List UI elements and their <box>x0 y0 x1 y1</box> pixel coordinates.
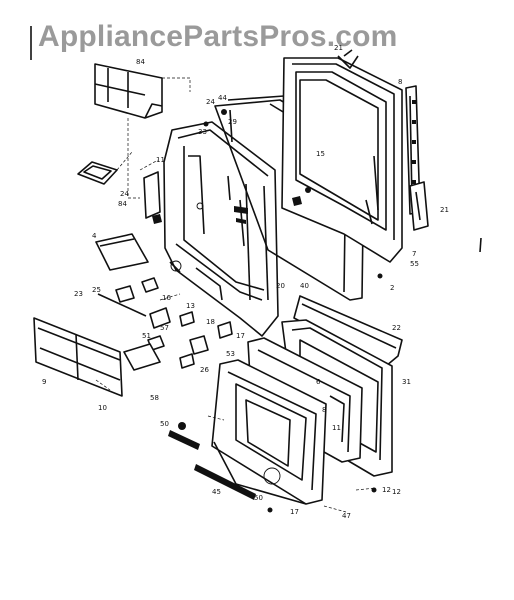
callout-label: 17 <box>236 332 245 340</box>
callout-label: 50 <box>160 420 169 428</box>
leader-line <box>127 118 140 199</box>
callout-label: 24 <box>120 190 129 198</box>
handle-part <box>409 181 429 231</box>
callout-label: 20 <box>276 282 285 290</box>
shelf-bracket-part <box>94 63 191 119</box>
cabinet-frame-part <box>163 121 279 337</box>
toe-grille-part <box>33 317 123 397</box>
scan-edge-mark-right <box>479 237 482 253</box>
callout-label: 17 <box>290 508 299 516</box>
shelf-clip-part <box>95 233 149 271</box>
callout-label: 8 <box>322 406 326 414</box>
callout-label: 2 <box>390 284 394 292</box>
callout-label: 29 <box>228 118 237 126</box>
callout-label: 31 <box>402 378 411 386</box>
side-bracket-part <box>143 171 161 219</box>
callout-label: 7 <box>412 250 416 258</box>
callout-label: 12 <box>392 488 401 496</box>
callout-label: 84 <box>118 200 127 208</box>
callout-label: 84 <box>136 58 145 66</box>
callout-labels: 84 24 84 24 4 11 33 44 21 8 21 7 55 2 15… <box>42 44 449 520</box>
callout-label: 50 <box>254 494 263 502</box>
callout-label: 24 <box>206 98 215 106</box>
callout-label: 45 <box>212 488 221 496</box>
callout-label: 26 <box>200 366 209 374</box>
callout-label: 18 <box>206 318 215 326</box>
leader-line <box>95 293 377 513</box>
tray-part <box>77 151 133 185</box>
callout-label: 57 <box>160 324 169 332</box>
callout-label: 11 <box>332 424 341 432</box>
divider-rail-part <box>293 295 403 367</box>
callout-label: 21 <box>440 206 449 214</box>
callout-label: 10 <box>98 404 107 412</box>
watermark-text: AppliancePartsPros.com <box>38 20 398 53</box>
freezer-basket-part <box>211 359 327 505</box>
callout-label: 13 <box>186 302 195 310</box>
callout-label: 51 <box>142 332 151 340</box>
callout-label: 22 <box>392 324 401 332</box>
fresh-food-door-part <box>281 57 403 263</box>
callout-label: 47 <box>342 512 351 520</box>
callout-label: 55 <box>410 260 419 268</box>
callout-label: 53 <box>226 350 235 358</box>
small-hardware-parts <box>115 109 383 513</box>
callout-label: 44 <box>218 94 227 102</box>
callout-label: 9 <box>42 378 46 386</box>
callout-label: 40 <box>300 282 309 290</box>
hinge-part <box>337 49 359 69</box>
handle-grip <box>415 191 421 221</box>
callout-label: 25 <box>92 286 101 294</box>
callout-label: 8 <box>398 78 402 86</box>
gasket-strip-part <box>168 430 256 500</box>
callout-label: 33 <box>198 128 207 136</box>
callout-label: 58 <box>150 394 159 402</box>
callout-label: 23 <box>74 290 83 298</box>
callout-label: 6 <box>316 378 321 386</box>
callout-label: 11 <box>156 156 165 164</box>
rod-part <box>97 293 147 317</box>
callout-label: 16 <box>162 294 171 302</box>
callout-label: 12 <box>382 486 391 494</box>
leader-line <box>139 159 159 171</box>
callout-label: 15 <box>316 150 325 158</box>
callout-label: 4 <box>92 232 97 240</box>
callout-label: 21 <box>334 44 343 52</box>
